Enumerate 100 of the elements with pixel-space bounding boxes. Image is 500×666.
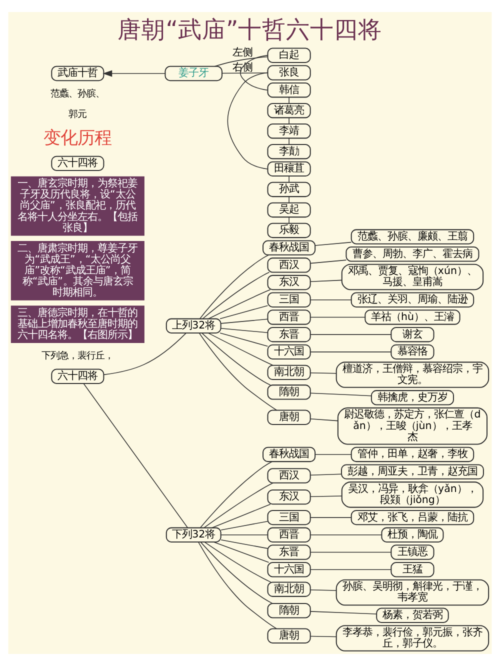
node-box: 邓禹、贾复、寇恂（xún）、马援、皇甫嵩 — [341, 264, 484, 290]
node-box: 唐朝 — [267, 410, 311, 425]
connector — [220, 521, 268, 530]
connector — [288, 138, 290, 145]
connector — [288, 196, 290, 203]
node-box: 唐朝 — [267, 628, 311, 644]
connector — [314, 242, 352, 246]
label: 范蠡、孙膑、 — [50, 88, 105, 100]
connector — [310, 280, 342, 282]
node-box: 孙膑、吴明彻，斛律光，于谨，韦孝宽 — [336, 579, 490, 606]
connector — [103, 332, 186, 376]
node-box: 杜预，陶侃 — [381, 527, 444, 543]
connector — [310, 392, 372, 396]
node-box: 三国 — [267, 510, 311, 526]
node-box: 檀道济，王僧辩，慕容绍宗，宇文宪。 — [336, 362, 490, 388]
connector — [310, 316, 366, 318]
connector — [204, 482, 274, 528]
connector — [310, 418, 338, 422]
node-box: 张良 — [267, 65, 311, 80]
connector — [220, 328, 268, 334]
connector — [200, 461, 272, 528]
connector — [199, 254, 270, 320]
edge-label: 右侧 — [232, 62, 253, 74]
node-box: 上列32将 — [166, 318, 222, 334]
node-box: 西汉 — [267, 258, 311, 273]
connector — [310, 636, 337, 638]
connector — [310, 372, 337, 374]
node-box: 南北朝 — [267, 582, 311, 597]
connector — [83, 383, 188, 528]
node-box: 六十四将 — [51, 156, 104, 172]
node-box: 韩擒虎，史万岁 — [370, 390, 454, 406]
node-box: 范蠡、孙膑、廉颇、王翦 — [350, 229, 474, 244]
connector — [213, 542, 270, 563]
node-box: 吴汉，冯异，耿弇（yǎn），段颎（jiǒng） — [341, 482, 484, 508]
node-box: 武庙十哲 — [51, 66, 104, 82]
node-box: 白起 — [267, 48, 311, 63]
node-box: 田穰苴 — [267, 161, 311, 177]
node-box: 乐毅 — [267, 222, 311, 238]
node-box: 尉迟敬德，苏定方，张仁亶（dǎn），王晙（jùn），王孝杰 — [337, 407, 488, 445]
label: 下列急，裴行丘， — [42, 350, 114, 362]
connector — [310, 589, 337, 591]
node-box: 邓艾，张飞，吕蒙，陆抗 — [350, 510, 474, 526]
connector — [310, 534, 382, 536]
label: 郭元 — [68, 108, 87, 120]
arrow — [102, 70, 166, 77]
connector — [288, 176, 290, 182]
node-box: 慕容恪 — [390, 344, 434, 360]
connector — [198, 332, 278, 411]
diagram-title: 唐朝“武庙”十哲六十四将 — [118, 15, 382, 44]
node-box: 王猛 — [390, 562, 434, 578]
node-box: 春秋战国 — [262, 240, 316, 256]
connector — [310, 517, 352, 518]
node-box: 西汉 — [267, 468, 311, 484]
connector — [310, 260, 347, 264]
node-box: 管仲，田单，赵奢，李牧 — [350, 446, 474, 462]
node-box: 十六国 — [267, 562, 311, 578]
node-box: 李勣 — [267, 144, 311, 160]
node-box: 姜子牙 — [164, 66, 223, 82]
node-box: 二、唐肃宗时期，尊姜子牙为“武成王”，“太公尚父庙”改称“武成王庙”，简称“武庙”。其余与唐玄宗时期相同。 — [10, 241, 144, 300]
node-box: 孙武 — [267, 182, 311, 198]
node-box: 东晋 — [267, 544, 311, 560]
node-box: 六十四将 — [51, 368, 104, 384]
connector — [310, 299, 352, 300]
node-box: 下列32将 — [166, 527, 222, 543]
node-box: 东汉 — [267, 274, 311, 290]
connector — [288, 96, 290, 104]
connector — [208, 289, 271, 320]
connector — [220, 534, 268, 536]
connector — [202, 332, 271, 386]
connector — [310, 611, 377, 614]
connector — [220, 305, 268, 320]
connector — [310, 496, 342, 498]
connector — [220, 318, 268, 324]
connector — [212, 504, 271, 528]
connector — [202, 272, 270, 320]
node-box: 张辽、关羽、周瑜、陆逊 — [350, 292, 474, 308]
node-box: 曹参、周勃、李广、霍去病 — [346, 246, 480, 262]
node-box: 隋朝 — [267, 384, 311, 400]
node-box: 西晋 — [267, 527, 311, 543]
connector — [310, 474, 342, 476]
connector — [198, 542, 277, 630]
node-box: 韩信 — [267, 82, 311, 98]
node-box: 一、唐玄宗时期，为祭祀姜子牙及历代良将，设“太公尚父庙”，张良配祀，历代名将十人分坐左右。【包括张良】 — [10, 176, 144, 236]
node-box: 羊祜（hù）、王濬 — [364, 310, 460, 325]
connector — [200, 542, 273, 604]
node-box: 东晋 — [267, 326, 311, 342]
connector — [288, 216, 290, 224]
node-box: 诸葛亮 — [267, 102, 311, 118]
node-box: 李孝恭，裴行俭，郭元振，张齐丘，郭子仪。 — [336, 625, 490, 652]
label: 变化历程 — [44, 128, 112, 148]
connector — [204, 542, 272, 583]
node-box: 隋朝 — [267, 603, 311, 618]
connector — [227, 72, 268, 170]
node-box: 春秋战国 — [262, 446, 316, 462]
node-box: 李靖 — [267, 123, 311, 139]
connector — [214, 56, 268, 67]
node-box: 彭越，周亚夫，卫青，赵充国 — [340, 464, 484, 480]
node-box: 王镇恶 — [390, 544, 434, 560]
connector — [222, 72, 268, 74]
connector — [310, 569, 392, 570]
